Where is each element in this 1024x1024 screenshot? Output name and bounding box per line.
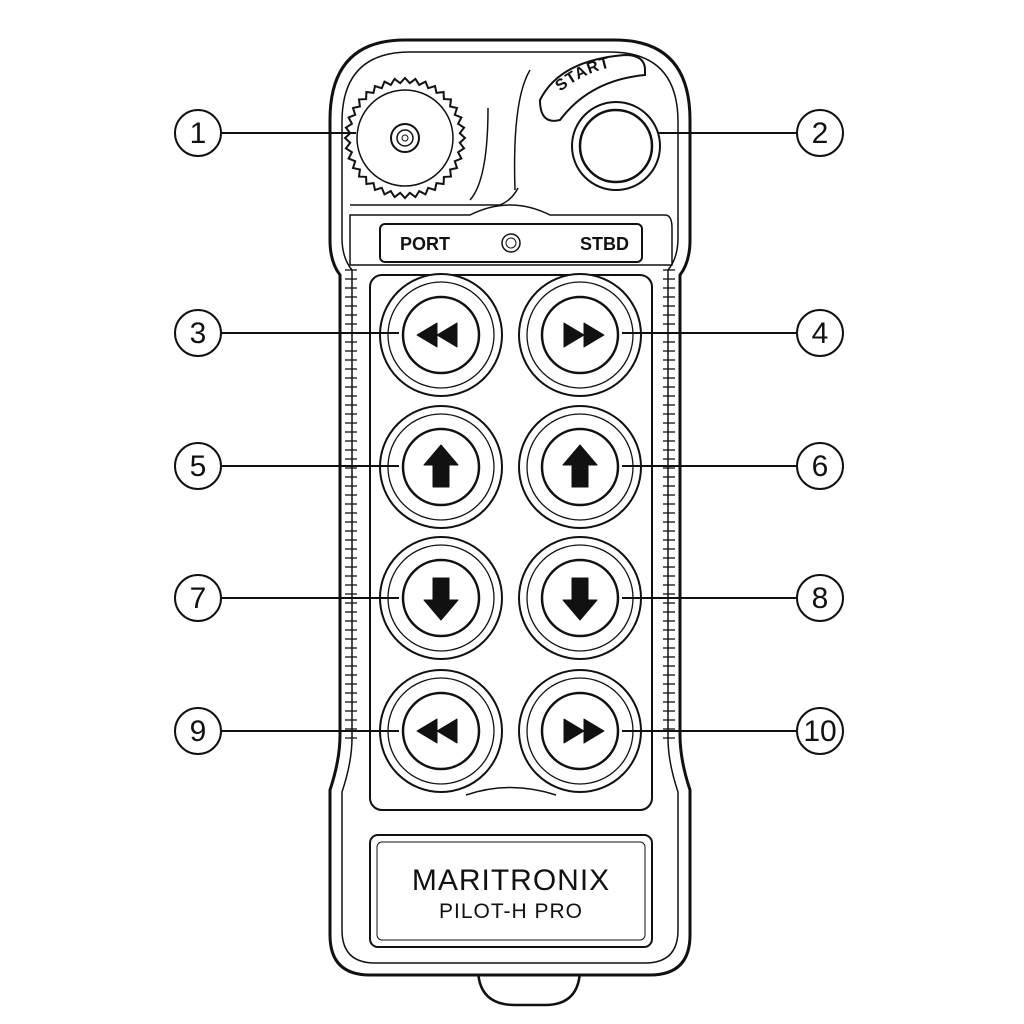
callout-number: 6 bbox=[812, 450, 829, 483]
button-3[interactable] bbox=[379, 273, 503, 397]
arrow-up-icon bbox=[423, 444, 459, 488]
callout-2: 2 bbox=[658, 109, 844, 157]
arrow-up-icon bbox=[562, 444, 598, 488]
fast-forward-icon bbox=[563, 718, 605, 744]
callout-number: 1 bbox=[190, 117, 207, 150]
rewind-icon bbox=[416, 322, 458, 348]
callout-3: 3 bbox=[174, 309, 399, 357]
top-divider-left bbox=[469, 107, 489, 201]
callout-number: 2 bbox=[812, 117, 829, 150]
port-label: PORT bbox=[400, 234, 450, 254]
callout-circle bbox=[174, 309, 222, 357]
start-label-plate bbox=[538, 53, 646, 122]
callout-circle bbox=[174, 109, 222, 157]
top-panel bbox=[349, 204, 673, 266]
grip-ridges-right bbox=[663, 269, 675, 739]
panel-bottom-arc bbox=[465, 786, 557, 796]
button-grid bbox=[379, 273, 642, 793]
callout-number: 10 bbox=[803, 715, 836, 748]
button-7[interactable] bbox=[379, 536, 503, 660]
bottom-tab bbox=[476, 967, 582, 1007]
button-5[interactable] bbox=[379, 405, 503, 529]
callout-number: 9 bbox=[190, 715, 207, 748]
stbd-label: STBD bbox=[580, 234, 629, 254]
callout-circle bbox=[796, 574, 844, 622]
callout-number: 7 bbox=[190, 582, 207, 615]
arrow-down-icon bbox=[562, 577, 598, 621]
button-10[interactable] bbox=[518, 669, 642, 793]
remote-body-inner bbox=[341, 51, 679, 964]
brand-plate-inner bbox=[376, 841, 646, 941]
callout-number: 8 bbox=[812, 582, 829, 615]
arrow-down-icon bbox=[423, 577, 459, 621]
callout-number: 3 bbox=[190, 317, 207, 350]
model-name: PILOT-H PRO bbox=[439, 900, 583, 923]
button-4[interactable] bbox=[518, 273, 642, 397]
callout-number: 4 bbox=[812, 317, 829, 350]
button-6[interactable] bbox=[518, 405, 642, 529]
start-button[interactable] bbox=[571, 101, 661, 191]
callout-circle bbox=[796, 707, 844, 755]
callout-circle bbox=[796, 309, 844, 357]
callout-8: 8 bbox=[622, 574, 844, 622]
callout-circle bbox=[174, 574, 222, 622]
callout-10: 10 bbox=[622, 707, 844, 755]
top-divider-right bbox=[513, 69, 531, 191]
callouts: 1 2 3 4 5 6 7 8 9 10 bbox=[174, 109, 844, 755]
rotary-knob[interactable] bbox=[343, 76, 467, 200]
callout-circle bbox=[796, 109, 844, 157]
status-led-inner bbox=[505, 237, 517, 249]
brand-plate bbox=[369, 834, 653, 948]
button-8[interactable] bbox=[518, 536, 642, 660]
callout-circle bbox=[174, 442, 222, 490]
callout-circle bbox=[174, 707, 222, 755]
callout-number: 5 bbox=[190, 450, 207, 483]
callout-1: 1 bbox=[174, 109, 356, 157]
callout-9: 9 bbox=[174, 707, 399, 755]
callout-5: 5 bbox=[174, 442, 399, 490]
callout-7: 7 bbox=[174, 574, 399, 622]
rewind-icon bbox=[416, 718, 458, 744]
fast-forward-icon bbox=[563, 322, 605, 348]
callout-circle bbox=[796, 442, 844, 490]
callout-6: 6 bbox=[622, 442, 844, 490]
brand-name: MARITRONIX bbox=[412, 864, 610, 897]
callout-4: 4 bbox=[622, 309, 844, 357]
